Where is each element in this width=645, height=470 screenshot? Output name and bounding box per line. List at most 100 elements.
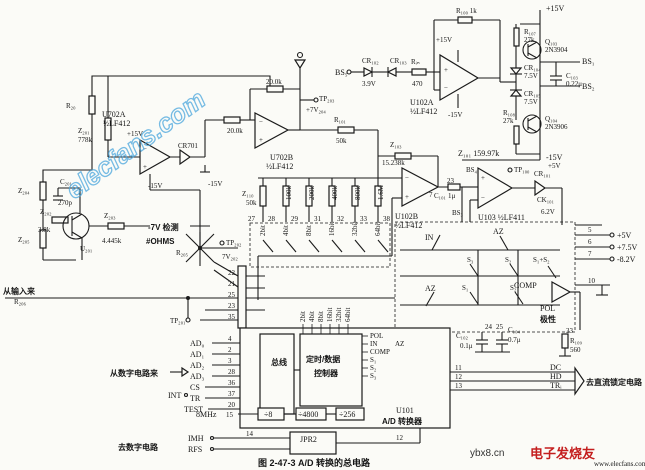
label-ctl-s1: S₁ [370,356,376,364]
bus-block [259,333,295,415]
reference-u702b: − + U702B ½LF412 20.0k 20.0k TP₂₀₃ +7V₂₀… [205,51,379,178]
label-tr: TR [190,394,201,403]
label-ladder-0: 50k [246,199,257,207]
label-tp202: TP₂₀₂ [226,239,242,247]
label-ctl-top-4: 32bit [335,308,343,322]
label-bs1: BS₁ [582,57,595,66]
label-s1-s2: S₁+S₂ [533,256,550,264]
label-ctl-az: AZ [395,340,404,348]
label-u102b: U102B [395,212,418,221]
svg-text:7: 7 [588,250,592,258]
label-ad3: AD₃ [190,372,205,381]
resistor-z202 [51,216,69,224]
label-c101-value: 1μ [448,192,456,200]
label-plus15-top: +15V [546,4,565,13]
label-bs2: BS₂ [582,82,595,91]
label-ladder-2: 200k [308,186,316,201]
label-sw-3: 16bit [328,222,336,236]
ladder-r-0 [259,185,267,207]
resistor-r107 [513,27,520,47]
svg-text:20: 20 [228,401,236,409]
terminal-bs5 [346,69,352,75]
label-u201: U₂₀₁ [80,245,92,253]
label-s2-b: S₂ [510,284,517,292]
label-sw-0: 2bit [259,225,267,236]
diode-cr102 [363,67,374,77]
testpoint-tp202 [219,240,225,246]
comparator-u103: Z₁₀₁ 159.97k + − U103 ½LF411 BS₄ TP₁₀₀ C… [434,149,563,225]
label-plus7v5: +7.5V [617,243,638,252]
label-in: IN [425,233,434,242]
label-div4800: ÷4800 [298,410,318,419]
label-z203: Z₂₀₃ [104,212,116,220]
zener-cr105 [509,89,523,97]
label-bus: 总线 [271,357,287,367]
label-plus15-mid: +15V [436,36,452,44]
svg-text:37: 37 [228,390,236,398]
svg-text:+: + [259,136,263,144]
label-ladder-4: 800k [354,186,362,201]
label-cr105: CR₁₀₅ [524,90,541,98]
resistor-470 [411,68,427,76]
svg-text:15: 15 [226,411,234,419]
diode-cr101 [534,179,547,197]
testpoint-tp203 [313,97,319,103]
label-u702a-part: ½LF412 [103,119,130,128]
footer-url: www.elecfans.com [594,460,645,468]
integrator-u102b: Z₁₀₃ 15.238k − + U102B ½LF412 7 23 BS₃ [378,141,464,256]
label-minus15-left: -15V [148,182,162,190]
svg-text:25: 25 [228,291,236,299]
label-cr104-value: 7.5V [524,72,538,80]
integrator-caps: C₁₀₂ 0.1μ C₁₀₄ 0.7μ 24 25 33 R₁₀₉ 560 [456,323,583,357]
opamp-u702b [254,112,290,150]
label-cr105-value: 7.5V [524,98,538,106]
zener-cr104 [509,67,523,75]
label-z101: Z₁₀₁ 159.97k [458,149,499,158]
svg-text:23: 23 [447,177,455,185]
label-q103: Q₁₀₃ [545,38,558,46]
label-tp100: TP₁₀₀ [514,166,530,174]
svg-text:10: 10 [588,277,596,285]
svg-text:−: − [143,145,147,153]
label-hd: HD [550,372,562,381]
switch-matrix: IN AZ AZ S₃ S₂ S₁ S₂ S₁+S₂ COMP POL 极性 [394,221,602,333]
label-tp201: TP₂₀₁ [170,317,186,325]
svg-text:−: − [481,194,485,202]
label-8mhz: 8MHz [196,410,217,419]
label-ladder-3: 400k [331,186,339,201]
label-tp203: TP₂₀₃ [319,95,335,103]
diode-cr103 [386,67,397,77]
label-sw-5: 64bit [374,222,382,236]
svg-text:32: 32 [337,215,345,223]
label-comp: COMP [514,281,537,290]
svg-text:33: 33 [566,327,574,335]
label-imh: IMH [188,434,204,443]
label-div8: ÷8 [264,410,272,419]
label-r20: R₂₀ [66,102,76,110]
label-to-digital: 去数字电路 [118,442,159,452]
label-r108: R₁₀₈ [503,109,516,117]
label-bs3: BS₃ [452,209,464,217]
label-z203-value: 4.445k [102,237,122,245]
controller-u101: 总线 定时/数据 控制器 POL IN COMP S₁ S₂ S₃ AZ 2bi… [196,308,451,429]
jfet-u201 [62,212,90,240]
label-u702a: U702A [102,110,126,119]
label-int: INT [168,391,181,400]
label-cr101: CR₁₀₁ [534,170,551,178]
svg-text:35: 35 [228,313,236,321]
label-3v9: 3.9V [362,80,376,88]
label-z205: Z₂₀₅ [18,236,30,244]
footer-brand: 电子发烧友 [530,446,595,461]
label-q104: Q₁₀₄ [545,115,558,123]
svg-text:+: + [405,193,409,201]
label-c103: C₁₀₃ [566,72,579,80]
label-ctl-top-3: 16bit [326,308,334,322]
label-plus15-left: +15V [127,130,143,138]
label-cs: CS [190,383,200,392]
label-z201-value: 778k [78,136,93,144]
label-rfs: RFS [188,445,202,454]
label-ctl-top-0: 2bit [299,311,307,322]
figure-caption: 图 2-47-3 A/D 转换的总电路 [258,457,371,468]
label-c104-value: 0.7μ [508,336,521,344]
svg-text:25: 25 [496,323,504,331]
